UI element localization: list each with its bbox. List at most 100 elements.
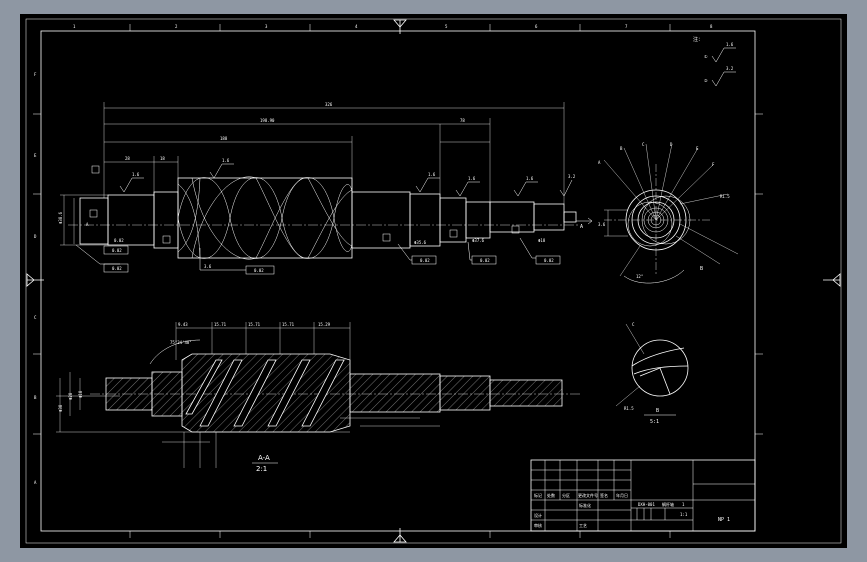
title-drawing-number: DXH-001 xyxy=(638,502,655,507)
dimension-label: 3.6 xyxy=(204,264,212,269)
roughness-value: 1.6 xyxy=(526,176,534,181)
detail-marker: B xyxy=(700,266,703,272)
end-view-leaders xyxy=(603,143,739,277)
roughness-notes: 注： ① 1.6 ② 3.2 xyxy=(693,36,736,87)
detail-caption: B xyxy=(656,408,659,414)
title-cell: 审核 xyxy=(534,522,542,528)
zone-label: B xyxy=(34,395,37,400)
pitch-dimension: 15.29 xyxy=(318,322,331,327)
detail-label: R1.5 xyxy=(624,406,634,411)
title-cell: 分区 xyxy=(562,492,570,498)
roughness-value: 1.6 xyxy=(132,172,140,177)
zone-label: 3 xyxy=(265,24,268,29)
dimension-length: 78 xyxy=(460,118,465,123)
engineering-drawing-svg: 1 2 3 4 5 6 7 8 F E D C B A 注： ① 1.6 xyxy=(25,18,842,544)
end-view-label: F xyxy=(712,162,715,167)
zone-label: C xyxy=(34,315,37,320)
pitch-dimension: 15.71 xyxy=(214,322,227,327)
zone-label: 8 xyxy=(710,24,713,29)
section-caption: A-A xyxy=(258,454,270,462)
dimension-length: 28 xyxy=(125,156,130,161)
end-view-label: E xyxy=(696,146,699,151)
roughness-value: 1.6 xyxy=(222,158,230,163)
section-diameter: Φ28 xyxy=(68,392,73,400)
centering-marks xyxy=(26,19,841,543)
title-cell: 标准化 xyxy=(579,502,591,508)
dimension-label: Φ35.6 xyxy=(414,240,427,245)
title-sheet-number: NP 1 xyxy=(718,517,730,523)
pitch-dimension: 15.71 xyxy=(248,322,261,327)
zone-label: 6 xyxy=(535,24,538,29)
title-cell: 年月日 xyxy=(616,492,628,498)
zone-label: F xyxy=(34,72,37,77)
end-view-label: B xyxy=(620,146,623,151)
zone-label: 7 xyxy=(625,24,628,29)
datum-boxes xyxy=(89,165,520,244)
main-view-shaft-outline xyxy=(79,177,577,259)
detail-label: C xyxy=(632,322,635,327)
detail-view-b[interactable]: C R1.5 B 5:1 xyxy=(615,322,689,425)
zone-label: A xyxy=(34,480,37,485)
tolerance-value: 0.02 xyxy=(254,268,264,273)
section-view-a-a[interactable]: 9.43 15.71 15.71 15.71 15.29 75°34'48" Φ… xyxy=(56,322,580,473)
tolerance-value: 0.02 xyxy=(112,266,122,271)
roughness-symbols xyxy=(119,163,573,197)
title-part-name: 蜗杆轴 xyxy=(662,501,674,507)
dimension-overall-length: 326 xyxy=(325,102,333,107)
end-view-label: C xyxy=(642,142,645,147)
tolerance-value: 0.02 xyxy=(114,238,124,243)
end-view-dim: R1.5 xyxy=(720,194,730,199)
section-label: A xyxy=(580,224,583,230)
sheet-outer-frame xyxy=(25,18,842,544)
roughness-value: 3.2 xyxy=(568,174,576,179)
main-view[interactable]: 326 198.90 188 78 28 18 1.6 1.6 1.6 xyxy=(58,102,593,275)
section-hatched-body xyxy=(105,353,563,433)
dimension-length: 198.90 xyxy=(260,118,275,123)
tolerance-frames xyxy=(75,237,561,275)
title-scale: 1:1 xyxy=(680,512,688,517)
datum-label: A xyxy=(86,222,89,227)
end-view-dim: 3.6 xyxy=(598,222,606,227)
worm-helix-lines xyxy=(177,176,353,260)
zone-label: 2 xyxy=(175,24,178,29)
title-quantity: 1 xyxy=(682,502,685,507)
diameter-label: Φ38.6 xyxy=(58,211,63,224)
detail-scale: 5:1 xyxy=(650,419,659,425)
section-diameter: Φ38 xyxy=(58,404,63,412)
end-view[interactable]: A B C D E F R1.5 12° B 3.6 xyxy=(598,142,739,284)
section-diameter: Φ18 xyxy=(78,390,83,398)
notes-header: 注： xyxy=(693,36,703,43)
pitch-dimension: 9.43 xyxy=(178,322,188,327)
pitch-dimension: 15.71 xyxy=(282,322,295,327)
end-view-dim: 12° xyxy=(636,274,643,279)
end-view-label: A xyxy=(598,160,601,165)
section-arrow-a xyxy=(576,217,593,225)
section-thread-teeth xyxy=(185,359,345,427)
roughness-note-tag: ① xyxy=(704,54,708,59)
roughness-note-tag: ② xyxy=(704,78,708,83)
drawing-sheet[interactable]: 1 2 3 4 5 6 7 8 F E D C B A 注： ① 1.6 xyxy=(20,14,847,548)
main-view-top-dimensions xyxy=(103,102,565,204)
border-zone-labels: 1 2 3 4 5 6 7 8 F E D C B A xyxy=(34,24,713,485)
angle-dimension: 75°34'48" xyxy=(170,340,192,345)
section-dimensions xyxy=(56,322,440,468)
title-cell: 工艺 xyxy=(579,523,587,528)
roughness-note-value: 1.6 xyxy=(726,42,734,47)
roughness-note-value: 3.2 xyxy=(726,66,734,71)
angle-arc xyxy=(623,269,685,284)
sheet-inner-frame xyxy=(40,30,756,532)
tolerance-value: 0.02 xyxy=(480,258,490,263)
roughness-value: 1.6 xyxy=(428,172,436,177)
tolerance-value: 0.02 xyxy=(420,258,430,263)
title-cell: 标记 xyxy=(534,492,542,498)
left-diameter-dims xyxy=(60,194,108,246)
title-block[interactable]: DXH-001 蜗杆轴 1 1:1 标记 处数 分区 更改文件号 签名 年月日 … xyxy=(530,459,756,532)
title-cell: 设计 xyxy=(534,512,542,518)
title-cell: 处数 xyxy=(547,492,555,498)
zone-label: 5 xyxy=(445,24,448,29)
zone-label: 4 xyxy=(355,24,358,29)
roughness-value: 1.6 xyxy=(468,176,476,181)
border-zone-ticks xyxy=(33,24,763,538)
zone-label: E xyxy=(34,153,37,158)
